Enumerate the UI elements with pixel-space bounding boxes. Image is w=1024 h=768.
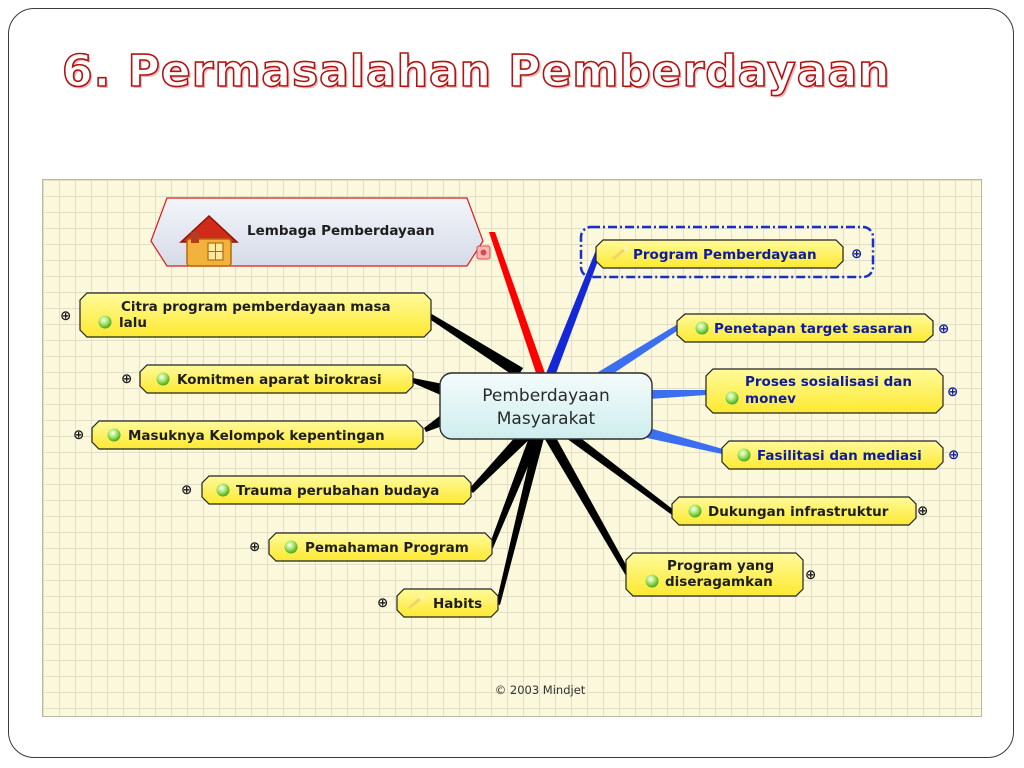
note-icon[interactable] bbox=[476, 245, 491, 260]
expand-icon[interactable]: ⊕ bbox=[377, 595, 388, 611]
node-dukungan[interactable]: Dukungan infrastruktur ⊕ bbox=[671, 496, 928, 526]
branch-komitmen bbox=[413, 378, 443, 396]
center-label-line2: Masyarakat bbox=[497, 409, 596, 429]
expand-icon[interactable]: ⊕ bbox=[851, 246, 862, 262]
node-kelompok[interactable]: Masuknya Kelompok kepentingan ⊕ bbox=[73, 420, 424, 450]
node-program-pemberdayaan-label: Program Pemberdayaan bbox=[633, 247, 817, 263]
node-trauma[interactable]: Trauma perubahan budaya ⊕ bbox=[181, 475, 472, 505]
mindmap-panel: Lembaga Pemberdayaan Pemberdayaan Masyar… bbox=[42, 179, 982, 717]
node-program-seragam[interactable]: Program yang diseragamkan ⊕ bbox=[625, 552, 816, 597]
expand-icon[interactable]: ⊕ bbox=[60, 308, 71, 324]
branch-habits bbox=[496, 436, 544, 605]
wand-icon bbox=[408, 594, 425, 610]
branch-dukungan bbox=[555, 426, 675, 515]
bullet-icon bbox=[688, 504, 702, 518]
expand-icon[interactable]: ⊕ bbox=[917, 503, 928, 519]
slide-title: 6. Permasalahan Pemberdayaan bbox=[61, 45, 891, 98]
lembaga-label: Lembaga Pemberdayaan bbox=[247, 223, 435, 239]
expand-icon[interactable]: ⊕ bbox=[948, 447, 959, 463]
bullet-icon bbox=[725, 391, 739, 405]
node-pemahaman[interactable]: Pemahaman Program ⊕ bbox=[249, 532, 493, 562]
branch-citra bbox=[428, 313, 523, 378]
house-icon bbox=[179, 214, 239, 267]
expand-icon[interactable]: ⊕ bbox=[73, 427, 84, 443]
node-pemahaman-label: Pemahaman Program bbox=[305, 540, 469, 556]
bullet-icon bbox=[98, 315, 112, 329]
node-fasilitasi[interactable]: Fasilitasi dan mediasi ⊕ bbox=[721, 440, 959, 470]
node-program-pemberdayaan[interactable]: Program Pemberdayaan ⊕ bbox=[595, 239, 862, 269]
bullet-icon bbox=[156, 372, 170, 386]
selection-frame bbox=[579, 225, 875, 279]
node-citra[interactable]: Citra program pemberdayaan masa lalu ⊕ bbox=[60, 292, 432, 338]
expand-icon[interactable]: ⊕ bbox=[947, 384, 958, 400]
branch-penetapan bbox=[585, 324, 680, 387]
node-penetapan-target[interactable]: Penetapan target sasaran ⊕ bbox=[676, 313, 949, 343]
center-label-line1: Pemberdayaan bbox=[482, 386, 609, 406]
branch-lembaga bbox=[489, 232, 546, 376]
mindmap-canvas: Lembaga Pemberdayaan Pemberdayaan Masyar… bbox=[60, 197, 959, 697]
node-komitmen[interactable]: Komitmen aparat birokrasi ⊕ bbox=[121, 364, 414, 394]
node-habits-label: Habits bbox=[433, 596, 482, 612]
bullet-icon bbox=[695, 321, 709, 335]
node-kelompok-label: Masuknya Kelompok kepentingan bbox=[128, 428, 385, 444]
branch-trauma bbox=[469, 426, 535, 493]
node-dukungan-label: Dukungan infrastruktur bbox=[708, 504, 889, 520]
expand-icon[interactable]: ⊕ bbox=[181, 482, 192, 498]
expand-icon[interactable]: ⊕ bbox=[805, 567, 816, 583]
center-node[interactable]: Pemberdayaan Masyarakat bbox=[439, 372, 653, 440]
node-proses-sosialisasi-label-line1: Proses sosialisasi dan bbox=[745, 374, 912, 390]
branch-fasilitasi bbox=[647, 428, 723, 454]
branch-proses bbox=[649, 390, 706, 399]
bullet-icon bbox=[216, 483, 230, 497]
node-lembaga-pemberdayaan[interactable]: Lembaga Pemberdayaan bbox=[150, 197, 491, 267]
expand-icon[interactable]: ⊕ bbox=[938, 321, 949, 337]
branch-pemahaman bbox=[489, 432, 541, 548]
node-program-seragam-label-line2: diseragamkan bbox=[665, 574, 773, 590]
node-penetapan-target-label: Penetapan target sasaran bbox=[714, 321, 912, 337]
node-program-seragam-label-line1: Program yang bbox=[667, 558, 774, 574]
node-proses-sosialisasi-label-line2: monev bbox=[745, 391, 796, 407]
bullet-icon bbox=[737, 448, 751, 462]
bullet-icon bbox=[284, 540, 298, 554]
node-habits[interactable]: Habits ⊕ bbox=[377, 588, 499, 618]
credit-text: © 2003 Mindjet bbox=[495, 683, 586, 697]
branches bbox=[413, 232, 723, 605]
expand-icon[interactable]: ⊕ bbox=[249, 539, 260, 555]
node-komitmen-label: Komitmen aparat birokrasi bbox=[177, 372, 382, 388]
wand-icon bbox=[612, 245, 629, 261]
branch-program-pemberdayaan bbox=[545, 250, 602, 376]
node-proses-sosialisasi[interactable]: Proses sosialisasi dan monev ⊕ bbox=[705, 368, 958, 414]
node-fasilitasi-label: Fasilitasi dan mediasi bbox=[757, 448, 922, 464]
expand-icon[interactable]: ⊕ bbox=[121, 371, 132, 387]
node-citra-label-line1: Citra program pemberdayaan masa bbox=[121, 299, 391, 315]
branch-program-seragam bbox=[543, 434, 631, 576]
node-citra-label-line2: lalu bbox=[119, 315, 147, 331]
node-trauma-label: Trauma perubahan budaya bbox=[236, 483, 439, 499]
bullet-icon bbox=[645, 574, 659, 588]
bullet-icon bbox=[107, 428, 121, 442]
